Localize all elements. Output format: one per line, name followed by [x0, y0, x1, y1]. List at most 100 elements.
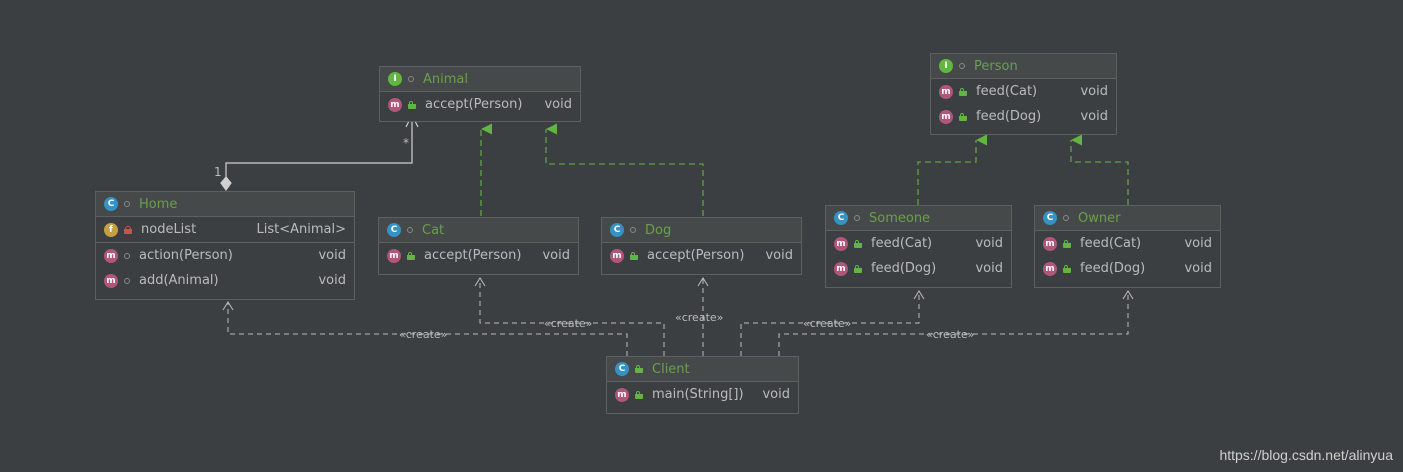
method-name: feed(Cat)	[1080, 236, 1142, 251]
class-header: C Client	[607, 357, 798, 382]
method-icon: m	[388, 97, 402, 112]
class-name: Someone	[869, 210, 931, 226]
package-visibility-icon	[408, 76, 414, 82]
method-icon: m	[1043, 261, 1057, 276]
class-icon: C	[104, 197, 118, 211]
dependency-client-home	[227, 302, 628, 356]
dependency-arrowheads	[222, 277, 1134, 311]
class-name: Home	[139, 196, 178, 212]
method-icon: m	[834, 261, 848, 276]
method-name: feed(Dog)	[976, 109, 1042, 124]
class-name: Client	[652, 361, 690, 377]
class-box-client[interactable]: C Client m main(String[]) void	[606, 356, 799, 414]
return-type: void	[1080, 109, 1108, 124]
class-box-someone[interactable]: C Someone m feed(Cat) void m feed(Dog) v…	[825, 205, 1012, 288]
package-visibility-icon	[124, 201, 130, 207]
method-name: action(Person)	[139, 248, 233, 263]
method-name: accept(Person)	[424, 248, 522, 263]
aggregation-diamond	[220, 176, 232, 192]
public-lock-icon	[854, 239, 862, 248]
create-label-owner: «create»	[926, 328, 975, 341]
class-header: C Dog	[602, 218, 801, 243]
methods-section: m accept(Person) void	[379, 243, 578, 268]
method-icon: m	[939, 109, 953, 124]
class-box-home[interactable]: C Home f nodeList List<Animal> m action(…	[95, 191, 355, 300]
arrowhead-cat	[474, 277, 486, 287]
class-icon: C	[615, 362, 629, 376]
methods-section: m main(String[]) void	[607, 382, 798, 407]
package-visibility-icon	[124, 252, 130, 259]
methods-section: m accept(Person) void	[380, 92, 580, 117]
realization-owner-person	[1070, 134, 1129, 205]
return-type: void	[975, 261, 1003, 276]
method-name: main(String[])	[652, 387, 744, 402]
return-type: void	[1080, 84, 1108, 99]
public-lock-icon	[959, 112, 967, 121]
class-box-animal[interactable]: I Animal m accept(Person) void	[379, 66, 581, 122]
realization-dog-animal	[545, 123, 704, 216]
method-row[interactable]: m feed(Dog) void	[1035, 256, 1220, 281]
arrowhead-someone	[913, 290, 925, 300]
field-row[interactable]: f nodeList List<Animal>	[96, 217, 354, 242]
method-name: feed(Cat)	[871, 236, 933, 251]
arrowhead-owner	[1122, 290, 1134, 300]
method-row[interactable]: m feed(Cat) void	[931, 79, 1116, 104]
method-row[interactable]: m accept(Person) void	[380, 92, 580, 117]
method-row[interactable]: m feed(Cat) void	[826, 231, 1011, 256]
class-header: C Home	[96, 192, 354, 217]
package-visibility-icon	[959, 63, 965, 69]
fields-section: f nodeList List<Animal>	[96, 217, 354, 243]
return-type: void	[318, 248, 346, 263]
methods-section: m accept(Person) void	[602, 243, 801, 268]
field-type: List<Animal>	[256, 222, 347, 237]
class-box-dog[interactable]: C Dog m accept(Person) void	[601, 217, 802, 275]
public-lock-icon	[630, 251, 638, 260]
class-header: I Person	[931, 54, 1116, 79]
public-lock-icon	[1063, 264, 1071, 273]
class-header: C Someone	[826, 206, 1011, 231]
class-box-owner[interactable]: C Owner m feed(Cat) void m feed(Dog) voi…	[1034, 205, 1221, 288]
return-type: void	[1184, 261, 1212, 276]
method-name: feed(Dog)	[871, 261, 937, 276]
method-icon: m	[104, 273, 118, 288]
method-row[interactable]: m main(String[]) void	[607, 382, 798, 407]
dependency-client-someone	[740, 291, 920, 356]
package-visibility-icon	[124, 277, 130, 284]
class-box-cat[interactable]: C Cat m accept(Person) void	[378, 217, 579, 275]
methods-section: m feed(Cat) void m feed(Dog) void	[931, 79, 1116, 129]
method-icon: m	[1043, 236, 1057, 251]
package-visibility-icon	[1063, 215, 1069, 221]
aggregation-line	[225, 115, 413, 180]
method-row[interactable]: m add(Animal) void	[96, 268, 354, 293]
method-row[interactable]: m accept(Person) void	[379, 243, 578, 268]
return-type: void	[542, 248, 570, 263]
public-lock-icon	[854, 264, 862, 273]
return-type: void	[765, 248, 793, 263]
private-lock-icon	[124, 225, 132, 234]
multiplicity-source: 1	[214, 165, 222, 179]
methods-section: m feed(Cat) void m feed(Dog) void	[826, 231, 1011, 281]
arrowhead-dog	[697, 277, 709, 287]
method-row[interactable]: m accept(Person) void	[602, 243, 801, 268]
methods-section: m feed(Cat) void m feed(Dog) void	[1035, 231, 1220, 281]
return-type: void	[318, 273, 346, 288]
watermark: https://blog.csdn.net/alinyua	[1219, 447, 1393, 463]
create-label-cat: «create»	[544, 317, 593, 330]
class-name: Dog	[645, 222, 672, 238]
aggregation-home-animal	[220, 113, 419, 192]
public-lock-icon	[635, 365, 643, 373]
class-name: Owner	[1078, 210, 1121, 226]
method-row[interactable]: m feed(Cat) void	[1035, 231, 1220, 256]
return-type: void	[544, 97, 572, 112]
create-label-home: «create»	[399, 328, 448, 341]
method-row[interactable]: m feed(Dog) void	[931, 104, 1116, 129]
method-row[interactable]: m action(Person) void	[96, 243, 354, 268]
method-row[interactable]: m feed(Dog) void	[826, 256, 1011, 281]
method-icon: m	[834, 236, 848, 251]
public-lock-icon	[408, 100, 416, 109]
method-icon: m	[615, 387, 629, 402]
class-box-person[interactable]: I Person m feed(Cat) void m feed(Dog) vo…	[930, 53, 1117, 135]
return-type: void	[975, 236, 1003, 251]
field-name: nodeList	[141, 222, 197, 237]
